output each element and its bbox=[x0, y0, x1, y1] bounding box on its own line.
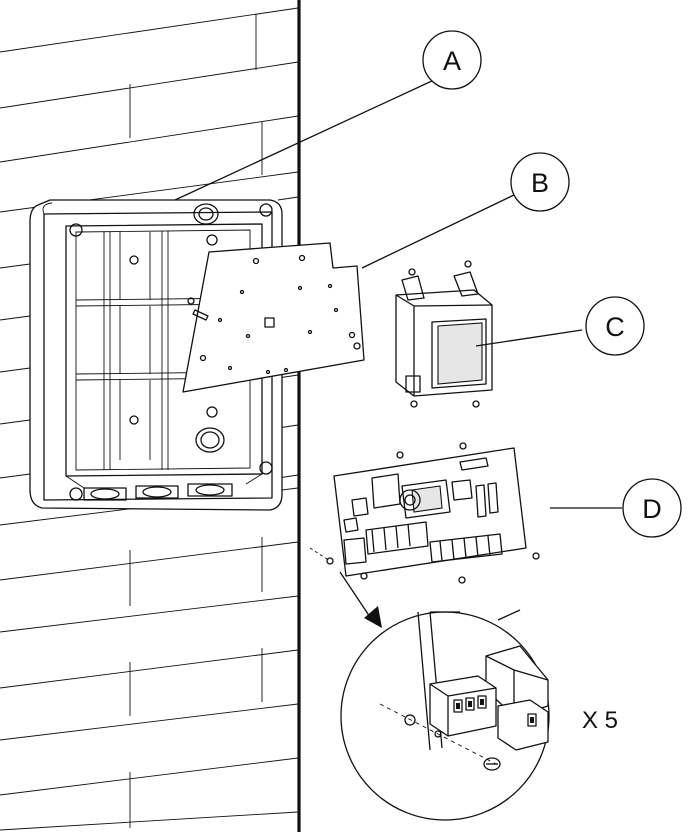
callout-b-circle bbox=[510, 152, 570, 212]
callout-a: A bbox=[422, 30, 482, 90]
callout-c-circle bbox=[585, 296, 645, 356]
callout-a-circle bbox=[422, 30, 482, 90]
callout-d-label: D bbox=[642, 494, 662, 524]
quantity-label: X 5 bbox=[582, 707, 618, 734]
control-board bbox=[309, 442, 540, 584]
callout-d-circle bbox=[622, 478, 682, 538]
mounting-plate bbox=[182, 242, 365, 393]
callout-b: B bbox=[510, 152, 570, 212]
callout-a-label: A bbox=[443, 46, 461, 76]
callout-c-label: C bbox=[605, 312, 625, 342]
transformer bbox=[395, 260, 493, 408]
leader-lines bbox=[174, 79, 622, 509]
brick-wall bbox=[0, 0, 301, 832]
detail-magnifier bbox=[339, 571, 550, 821]
callout-c: C bbox=[585, 296, 645, 356]
callout-b-label: B bbox=[531, 168, 549, 198]
callout-d: D bbox=[622, 478, 682, 538]
